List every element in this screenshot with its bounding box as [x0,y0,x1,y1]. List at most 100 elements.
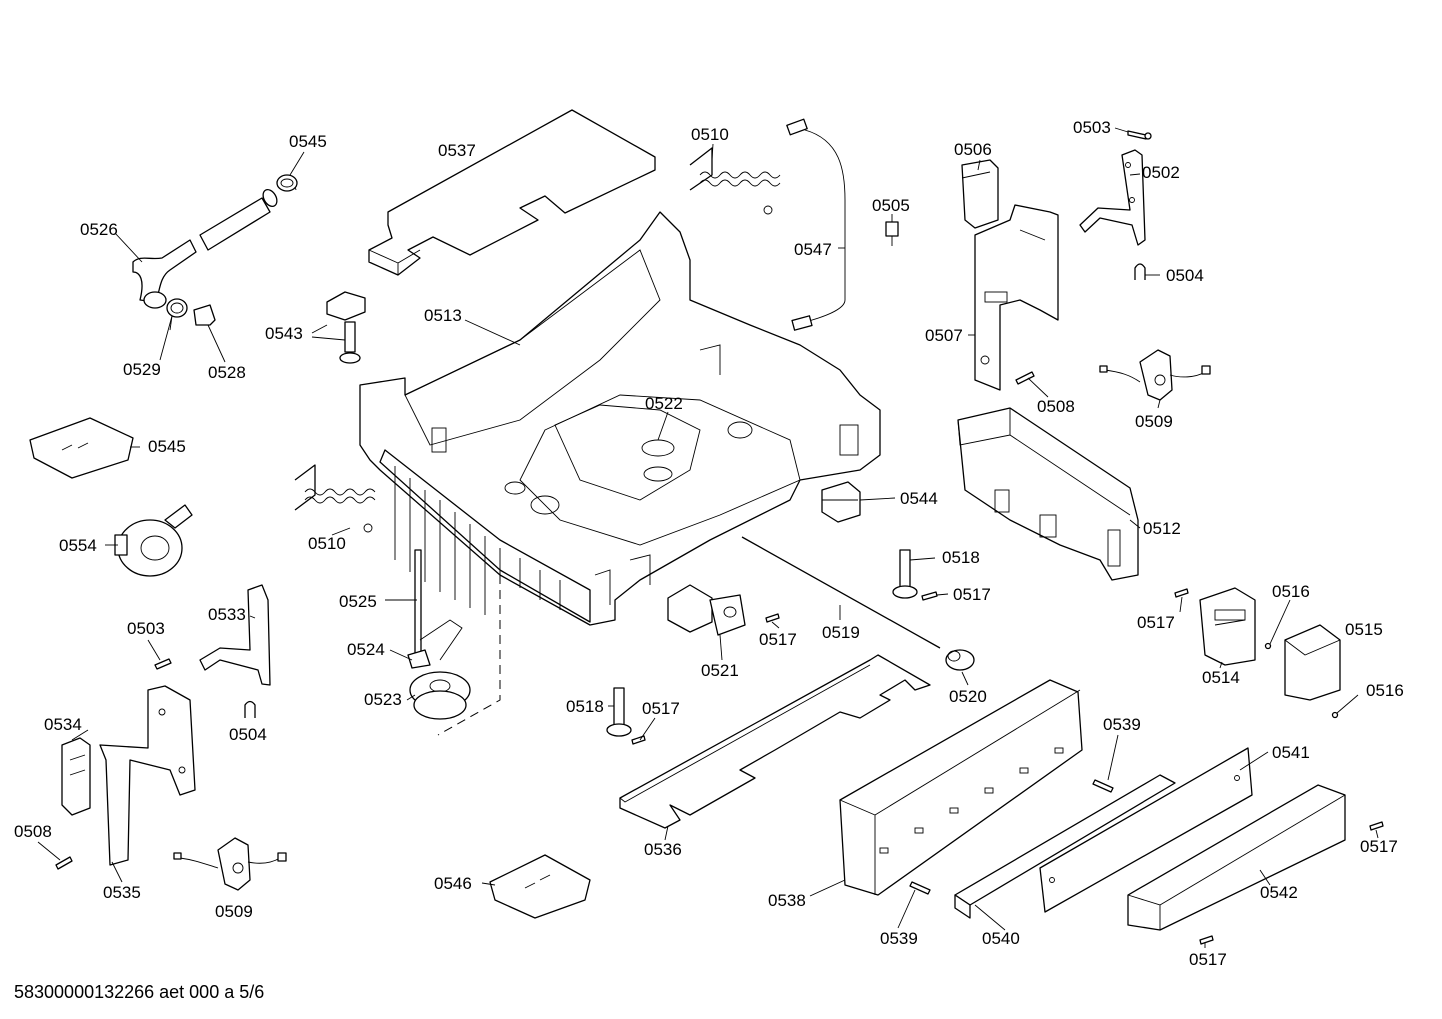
label-0526: 0526 [80,220,118,239]
part-0503-screw-top [1127,130,1152,140]
part-0547-cable [786,118,846,331]
label-0516: 0516 [1272,582,1310,601]
label-0517: 0517 [1360,837,1398,856]
label-0517: 0517 [1189,950,1227,969]
part-0507-bracket [974,204,1059,391]
part-0516-screws [1264,642,1339,719]
part-0537-cover-plate [368,109,656,276]
part-0520-roller [945,649,975,671]
part-0512-control-module [957,407,1139,581]
label-0509: 0509 [1135,412,1173,431]
label-0543: 0543 [265,324,303,343]
part-0506-clip [961,159,999,229]
part-0524-connector [407,649,431,669]
part-0546-screw-bag [489,854,591,919]
part-0538-plinth-panel [839,679,1083,896]
label-0533: 0533 [208,605,246,624]
part-0515-cover-cap [1284,624,1341,701]
label-0510: 0510 [691,125,729,144]
label-0522: 0522 [645,394,683,413]
label-0504: 0504 [229,725,267,744]
part-0510-hinge-spring-lower [294,464,376,533]
label-0539: 0539 [880,929,918,948]
part-0517-screws [631,588,1384,945]
label-0537: 0537 [438,141,476,160]
part-0544-valve [821,481,861,523]
label-0517: 0517 [759,630,797,649]
label-0506: 0506 [954,140,992,159]
part-0518-foot-lower [606,687,632,737]
part-0508-screw-left [55,856,73,870]
part-0518-foot-upper [892,549,918,599]
part-0503-screw-left [154,658,172,670]
part-0504-clip-left [244,700,256,718]
label-0535: 0535 [103,883,141,902]
label-0529: 0529 [123,360,161,379]
part-0545-clamp [276,174,298,192]
part-0508-screw-right [1015,371,1035,385]
label-0547: 0547 [794,240,832,259]
label-0540: 0540 [982,929,1020,948]
document-id-footer: 58300000132266 aet 000 a 5/6 [14,982,265,1002]
part-0513-base-tub [359,211,881,626]
part-0523-spray-wheel [409,671,471,720]
label-0514: 0514 [1202,668,1240,687]
part-0534-cover [61,737,91,816]
leader-lines [37,127,1379,948]
label-0546: 0546 [434,874,472,893]
label-0523: 0523 [364,690,402,709]
label-0517: 0517 [642,699,680,718]
assembly-line [437,575,501,736]
part-0505-sensor [885,221,899,246]
label-0524: 0524 [347,640,385,659]
label-0536: 0536 [644,840,682,859]
label-0520: 0520 [949,687,987,706]
label-0542: 0542 [1260,883,1298,902]
label-0505: 0505 [872,196,910,215]
label-0508: 0508 [1037,397,1075,416]
part-0535-bracket [99,685,196,866]
label-0534: 0534 [44,715,82,734]
part-0514-housing [1199,587,1256,666]
label-0503: 0503 [1073,118,1111,137]
label-0541: 0541 [1272,743,1310,762]
label-0503: 0503 [127,619,165,638]
label-0509: 0509 [215,902,253,921]
label-0517: 0517 [1137,613,1175,632]
part-0519-rod [741,536,941,649]
part-0542-plinth-profile [1127,784,1346,931]
label-0554: 0554 [59,536,97,555]
part-0543-leveling-foot [326,291,366,364]
label-0512: 0512 [1143,519,1181,538]
part-0528-clip [193,304,216,326]
label-0516: 0516 [1366,681,1404,700]
label-0513: 0513 [424,306,462,325]
label-0517: 0517 [953,585,991,604]
part-0541-front-strip [1039,747,1253,913]
part-0545-screw-bag [29,417,134,479]
part-0536-base-plate [619,654,931,829]
part-0509-actuator-right [1099,349,1211,401]
label-0528: 0528 [208,363,246,382]
part-0554-drain-pump [114,504,193,577]
label-0525: 0525 [339,592,377,611]
part-0526-hose [132,179,297,309]
label-0521: 0521 [701,661,739,680]
label-0519: 0519 [822,623,860,642]
label-0538: 0538 [768,891,806,910]
label-0508: 0508 [14,822,52,841]
label-0545: 0545 [289,132,327,151]
part-0504-clip-right [1134,263,1146,280]
label-0502: 0502 [1142,163,1180,182]
part-0510-hinge-spring-top [689,147,781,215]
part-0533-bracket [199,584,271,686]
part-0529-ring [166,298,188,331]
label-0510: 0510 [308,534,346,553]
part-0509-actuator-left [173,837,287,891]
part-0502-bracket [1079,149,1146,246]
label-0544: 0544 [900,489,938,508]
label-0507: 0507 [925,326,963,345]
label-0539: 0539 [1103,715,1141,734]
